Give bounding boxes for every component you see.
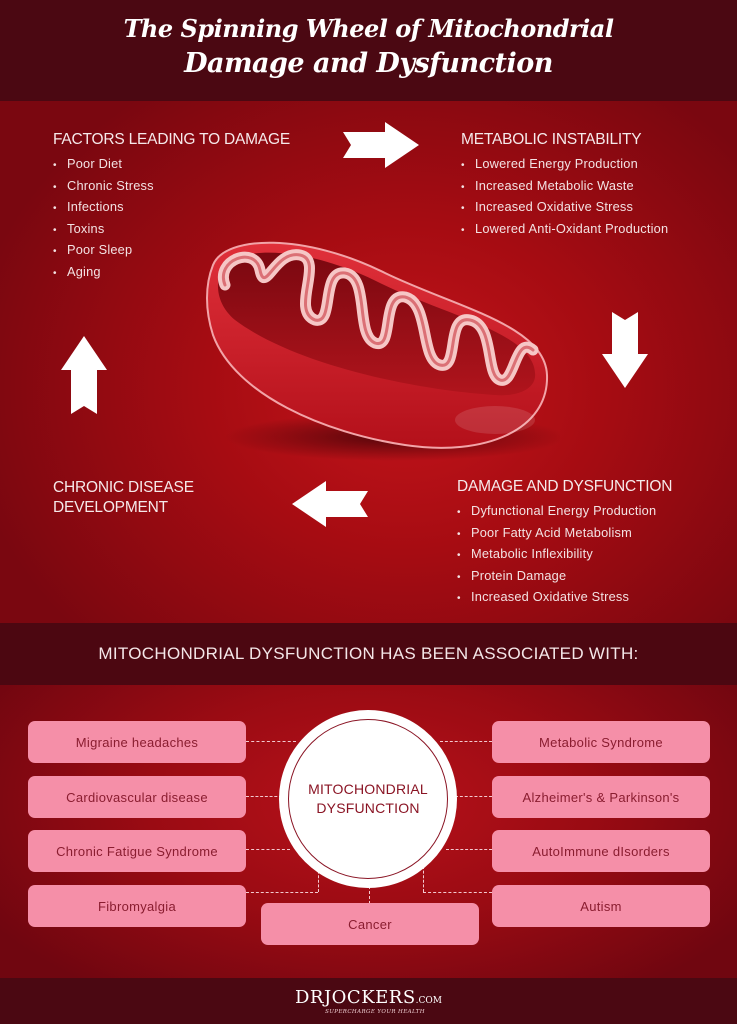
bullet: • [53,246,57,258]
metabolic-instability-block: METABOLIC INSTABILITY • Lowered Energy Pr… [461,130,668,240]
list-item: • Infections [53,197,290,219]
item-text: Infections [67,199,124,215]
condition-pill: Cardiovascular disease [28,776,246,818]
item-text: Toxins [67,220,105,236]
bullet: • [457,507,461,518]
condition-pill: Autism [492,885,710,927]
logo-name: Jockers [323,987,416,1008]
condition-pill: Alzheimer's & Parkinson's [492,776,710,818]
arrow-up-icon [61,336,107,414]
bullet: • [53,181,57,193]
list-item: • Poor Sleep [53,240,290,262]
connector-line [446,849,492,850]
brand-logo: DrJockers.com [0,987,737,1008]
list-item: • Metabolic Inflexibility [457,544,672,566]
logo-tld: .com [415,996,443,1006]
item-text: Increased Oxidative Stress [471,589,630,605]
chronic-disease-block: CHRONIC DISEASE DEVELOPMENT [53,478,194,518]
connector-line [423,866,424,892]
header: The Spinning Wheel of Mitochondrial Dama… [0,0,737,101]
item-text: Increased Metabolic Waste [475,177,634,193]
item-text: Poor Sleep [67,242,133,258]
factors-block: FACTORS LEADING TO DAMAGE • Poor Diet • Ch… [53,130,290,284]
list-item: • Lowered Anti-Oxidant Production [461,219,668,241]
connector-line [246,892,318,893]
damage-dysfunction-block: DAMAGE AND DYSFUNCTION • Dyfunctional Ene… [457,477,672,609]
footer: DrJockers.com SUPERCHARGE YOUR HEALTH [0,978,737,1024]
metabolic-instability-title: METABOLIC INSTABILITY [461,131,642,148]
bullet: • [53,267,57,279]
arrow-down-icon [602,312,648,388]
connector-line [246,741,296,742]
item-text: Protein Damage [471,567,567,583]
connector-line [246,849,290,850]
title-line-1: The Spinning Wheel of Mitochondrial [123,14,614,43]
bullet: • [461,203,465,215]
connector-line [423,892,492,893]
metabolic-instability-list: • Lowered Energy Production • Increased Me… [461,154,668,240]
center-circle-inner: MITOCHONDRIAL DYSFUNCTION [288,719,448,879]
center-circle: MITOCHONDRIAL DYSFUNCTION [279,710,457,888]
list-item: • Aging [53,262,290,284]
list-item: • Increased Oxidative Stress [457,587,672,609]
title-line-2: Damage and Dysfunction [184,48,553,79]
bullet: • [457,528,461,540]
bullet: • [53,224,57,236]
logo-tagline: SUPERCHARGE YOUR HEALTH [325,1009,425,1015]
bullet: • [461,224,465,236]
associated-banner-text: MITOCHONDRIAL DYSFUNCTION HAS BEEN ASSOC… [98,644,639,663]
list-item: • Increased Metabolic Waste [461,176,668,198]
condition-pill: Fibromyalgia [28,885,246,927]
logo-dr: Dr [294,987,324,1008]
condition-pill: AutoImmune dIsorders [492,830,710,872]
item-text: Dyfunctional Energy Production [471,503,657,518]
arrow-right-icon [343,122,419,168]
list-item: • Increased Oxidative Stress [461,197,668,219]
factors-list: • Poor Diet • Chronic Stress • Infections •… [53,154,290,284]
item-text: Poor Fatty Acid Metabolism [471,524,632,540]
center-label-2: DYSFUNCTION [316,800,420,816]
condition-pill: Chronic Fatigue Syndrome [28,830,246,872]
item-text: Chronic Stress [67,177,154,193]
center-label-1: MITOCHONDRIAL [308,781,428,797]
damage-dysfunction-title: DAMAGE AND DYSFUNCTION [457,478,673,495]
item-text: Aging [67,263,101,279]
item-text: Increased Oxidative Stress [475,199,634,215]
list-item: • Dyfunctional Energy Production [457,501,672,523]
arrow-left-icon [292,481,368,527]
item-text: Lowered Energy Production [475,156,638,171]
connector-line [246,796,282,797]
chronic-disease-title-1: CHRONIC DISEASE [53,479,194,496]
bullet: • [53,160,57,171]
bullet: • [457,571,461,583]
connector-line [455,796,492,797]
factors-title: FACTORS LEADING TO DAMAGE [53,131,291,148]
mitochondrion-illustration-icon [206,241,560,461]
list-item: • Lowered Energy Production [461,154,668,176]
item-text: Poor Diet [67,156,123,171]
list-item: • Protein Damage [457,566,672,588]
list-item: • Toxins [53,219,290,241]
connector-line [369,886,370,904]
bullet: • [461,160,465,171]
condition-pill: Metabolic Syndrome [492,721,710,763]
bullet: • [461,181,465,193]
bullet: • [457,593,461,605]
item-text: Metabolic Inflexibility [471,546,593,562]
connector-line [440,741,492,742]
bullet: • [53,203,57,215]
bullet: • [457,550,461,562]
item-text: Lowered Anti-Oxidant Production [475,220,669,236]
list-item: • Chronic Stress [53,176,290,198]
list-item: • Poor Diet [53,154,290,176]
condition-pill-cancer: Cancer [261,903,479,945]
associated-banner: MITOCHONDRIAL DYSFUNCTION HAS BEEN ASSOC… [0,623,737,685]
condition-pill: Migraine headaches [28,721,246,763]
chronic-disease-title-2: DEVELOPMENT [53,499,168,516]
list-item: • Poor Fatty Acid Metabolism [457,523,672,545]
damage-dysfunction-list: • Dyfunctional Energy Production • Poor Fa… [457,501,672,609]
connector-line [318,866,319,892]
